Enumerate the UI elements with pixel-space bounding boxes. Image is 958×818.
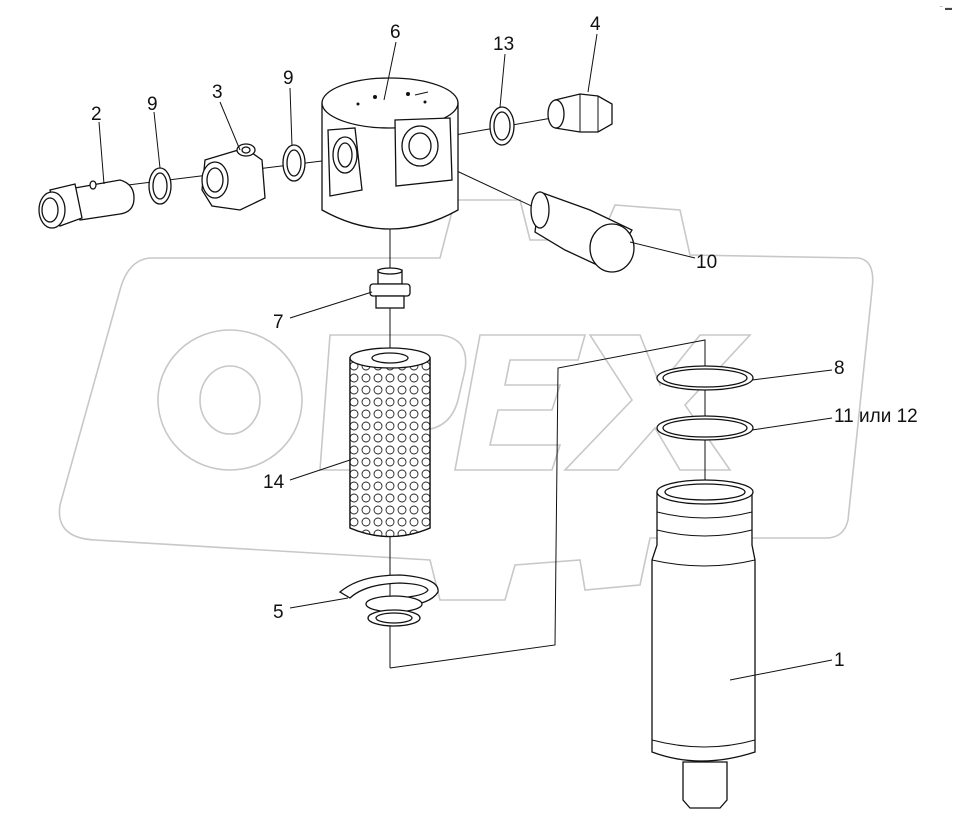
callout-5: 5 [273, 602, 284, 623]
callout-9-left: 9 [147, 94, 158, 115]
callout-11-12: 11 или 12 [834, 406, 918, 427]
callout-6: 6 [390, 22, 401, 43]
part-10-plug [530, 191, 635, 273]
part-1-bowl [651, 479, 756, 809]
callout-3: 3 [212, 82, 223, 103]
callout-4: 4 [590, 14, 601, 35]
callout-labels: 1 2 3 4 5 6 7 8 9 9 10 11 или 12 13 14 [91, 14, 918, 671]
part-4-fitting [547, 93, 613, 133]
part-7-nipple [369, 267, 411, 309]
part-9-oring-right [282, 144, 306, 182]
part-14-filter-element [349, 347, 431, 538]
part-6-filter-head [321, 77, 459, 230]
part-11-12-ring [656, 415, 754, 441]
part-3-adapter [201, 143, 266, 211]
part-13-oring [489, 106, 515, 146]
callout-2: 2 [91, 104, 102, 125]
part-8-ring [656, 365, 754, 391]
callout-13: 13 [493, 34, 514, 55]
callout-7: 7 [273, 312, 284, 333]
leader-lines [98, 33, 833, 681]
callout-9-right: 9 [283, 68, 294, 89]
callout-10: 10 [696, 252, 717, 273]
part-5-retaining-ring [338, 574, 439, 627]
callout-1: 1 [834, 650, 845, 671]
watermark-text [157, 329, 752, 471]
callout-14: 14 [263, 472, 285, 493]
callout-8: 8 [834, 358, 845, 379]
part-2-fitting [38, 179, 135, 229]
part-9-oring-left [148, 167, 172, 205]
corner-mark: ⁻ ▬ [939, 5, 952, 12]
